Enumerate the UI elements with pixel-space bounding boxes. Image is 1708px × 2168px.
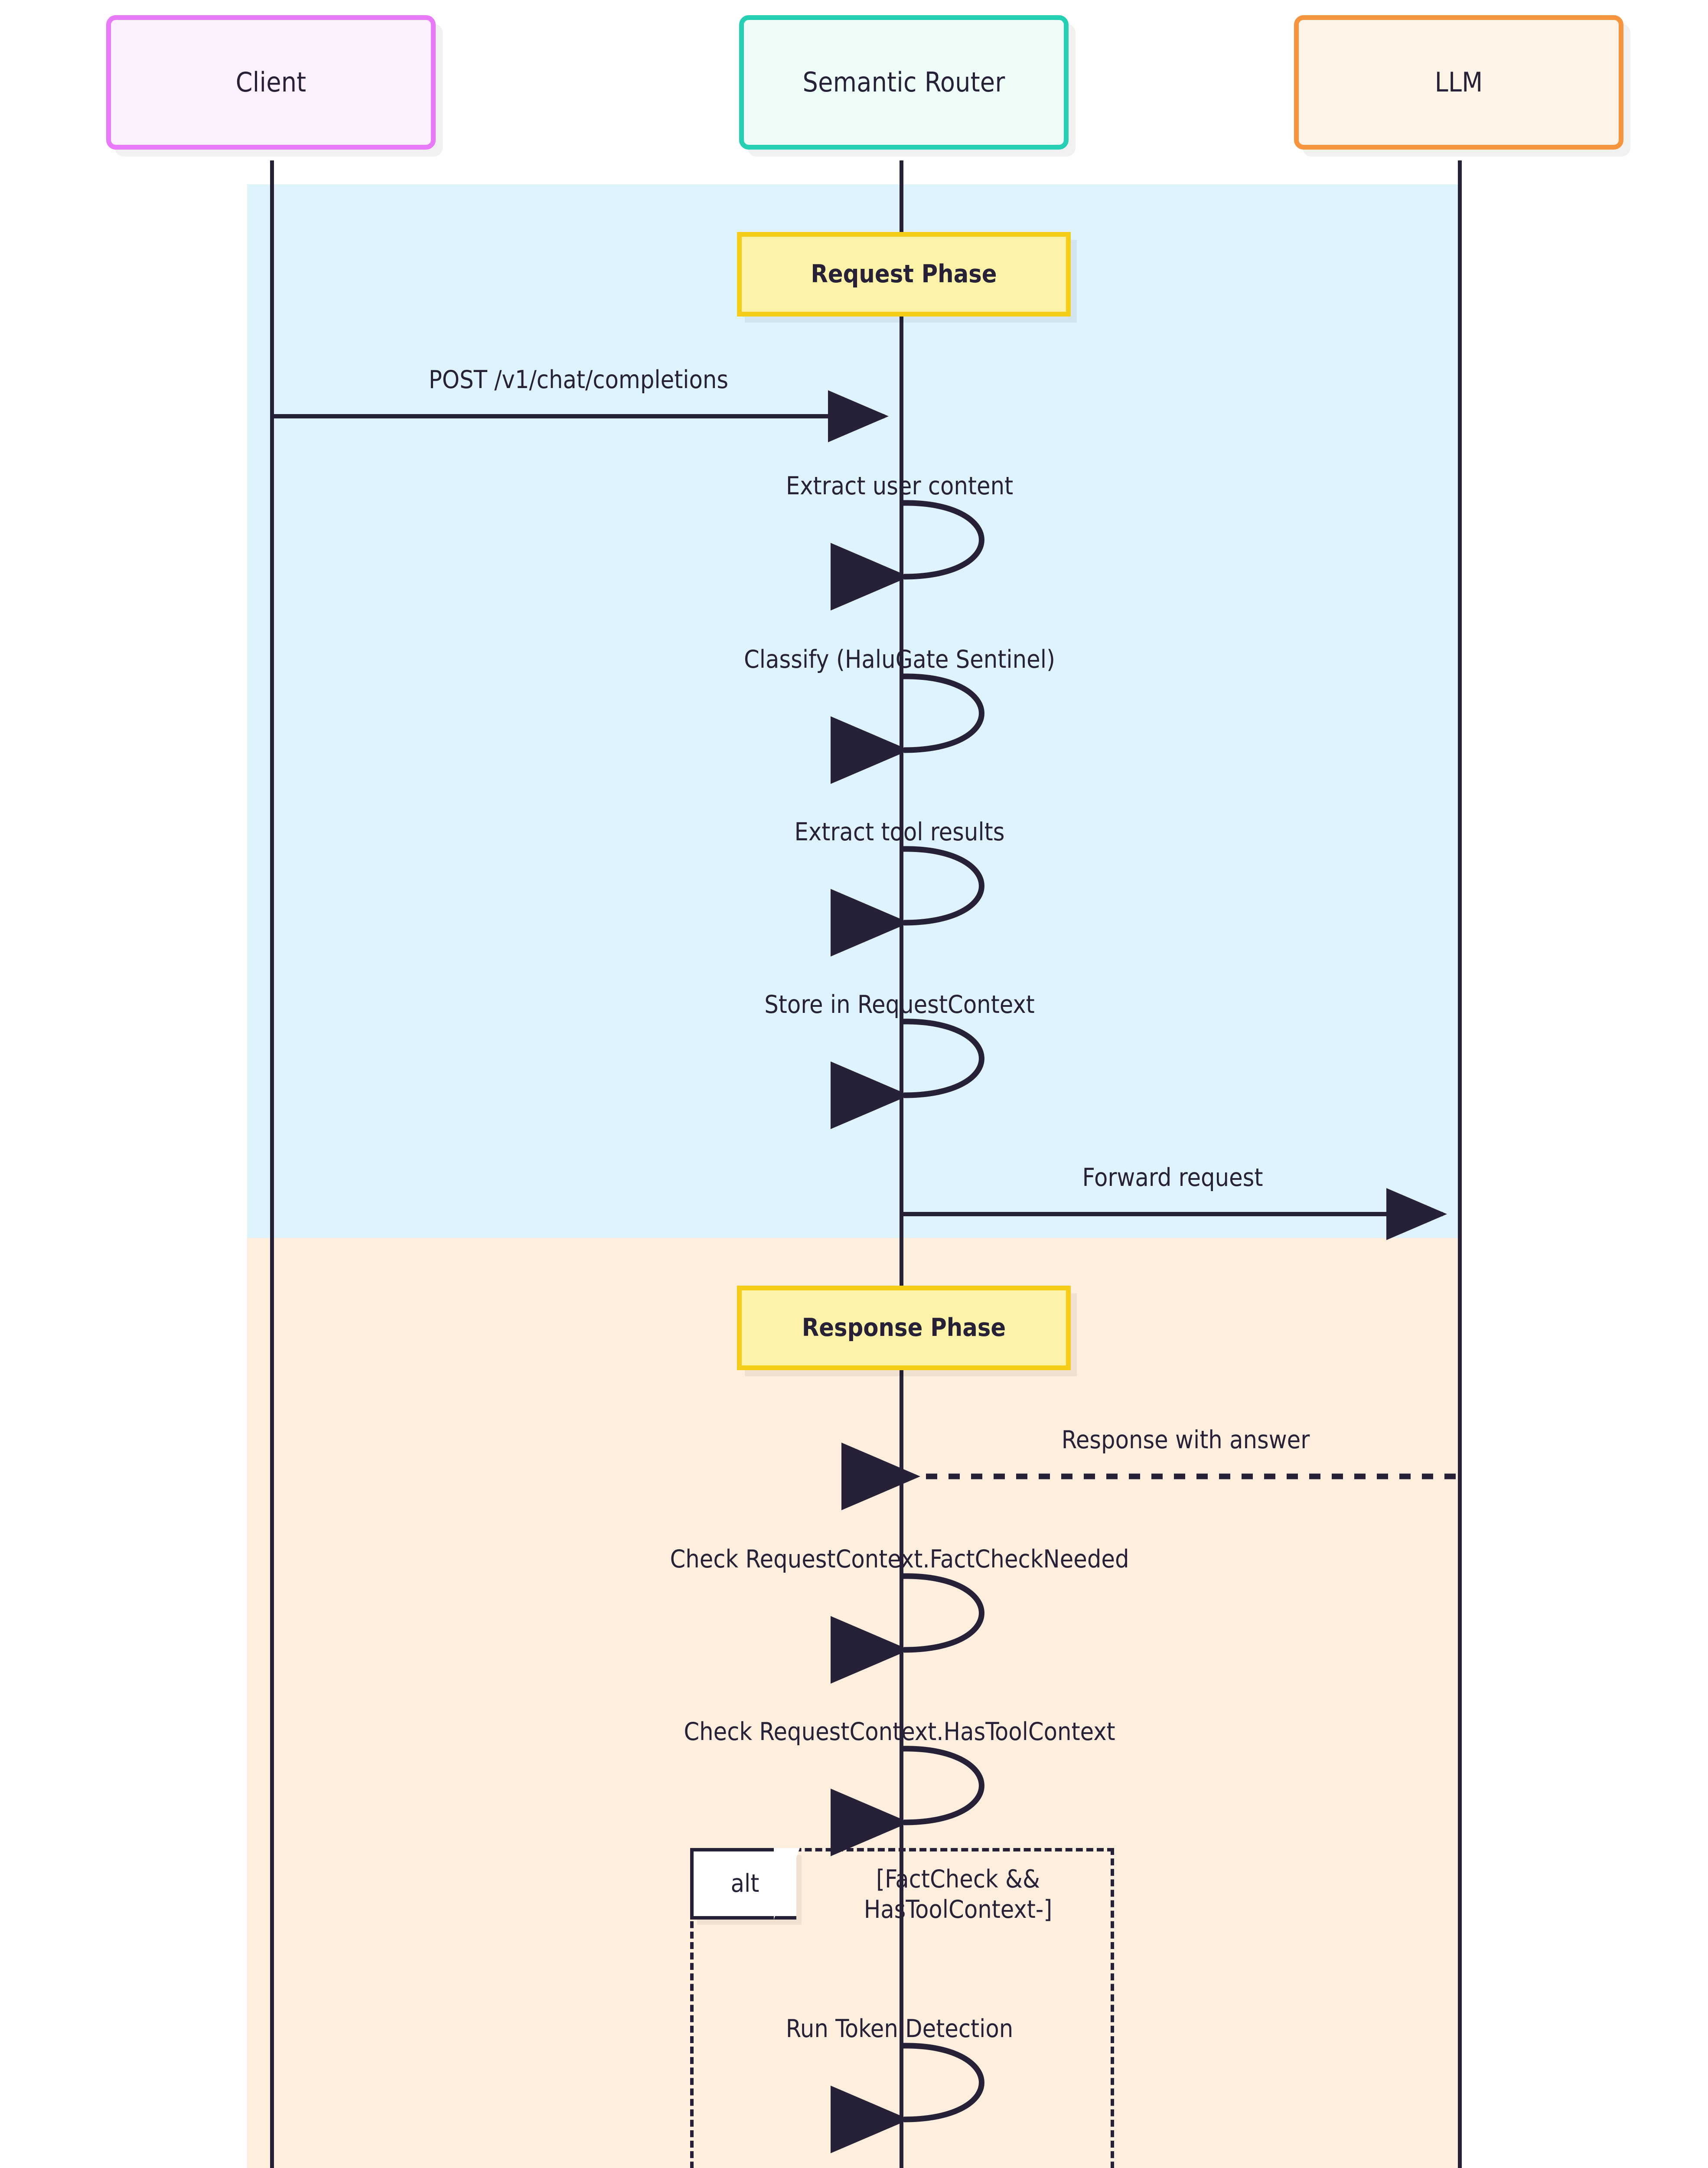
label-store-requestcontext: Store in RequestContext [764, 990, 1035, 1019]
actor-box-client-top[interactable]: Client [106, 15, 436, 150]
selfloop-extract-user-content [830, 500, 984, 611]
actor-box-router-top[interactable]: Semantic Router [739, 15, 1069, 150]
label-run-token-detection: Run Token Detection [786, 2015, 1014, 2043]
actor-label-client-top: Client [235, 66, 306, 98]
note-request-phase: Request Phase [737, 232, 1071, 317]
lifeline-llm [1458, 160, 1462, 2168]
selfloop-classify-halugate [830, 673, 984, 784]
label-response-with-answer: Response with answer [1061, 1426, 1310, 1454]
label-extract-tool-results: Extract tool results [794, 818, 1005, 846]
note-response-phase: Response Phase [737, 1286, 1071, 1370]
actor-label-router-top: Semantic Router [802, 66, 1005, 98]
label-extract-user-content: Extract user content [786, 472, 1014, 500]
lifeline-router [900, 160, 903, 2168]
alt-keyword-tag: alt [690, 1848, 800, 1920]
actor-box-llm-top[interactable]: LLM [1294, 15, 1623, 150]
label-post-completions: POST /v1/chat/completions [428, 366, 729, 394]
response-phase-band [247, 1238, 1462, 2168]
note-response-phase-label: Response Phase [802, 1313, 1006, 1342]
selfloop-run-token-detection [830, 2043, 984, 2154]
alt-branch1-condition: [FactCheck && HasToolContext-] [864, 1865, 1053, 1924]
selfloop-extract-tool-results [830, 846, 984, 957]
label-classify-halugate: Classify (HaluGate Sentinel) [743, 645, 1055, 674]
selfloop-check-factcheckneeded [830, 1573, 984, 1684]
note-request-phase-label: Request Phase [811, 260, 997, 288]
label-check-hastoolcontext: Check RequestContext.HasToolContext [684, 1717, 1115, 1746]
selfloop-store-requestcontext [830, 1019, 984, 1130]
selfloop-check-hastoolcontext [830, 1746, 984, 1857]
label-check-factcheckneeded: Check RequestContext.FactCheckNeeded [670, 1545, 1129, 1574]
alt-keyword-label: alt [730, 1869, 759, 1898]
actor-label-llm-top: LLM [1434, 66, 1483, 98]
label-forward-request: Forward request [1082, 1163, 1263, 1192]
lifeline-client [270, 160, 274, 2168]
